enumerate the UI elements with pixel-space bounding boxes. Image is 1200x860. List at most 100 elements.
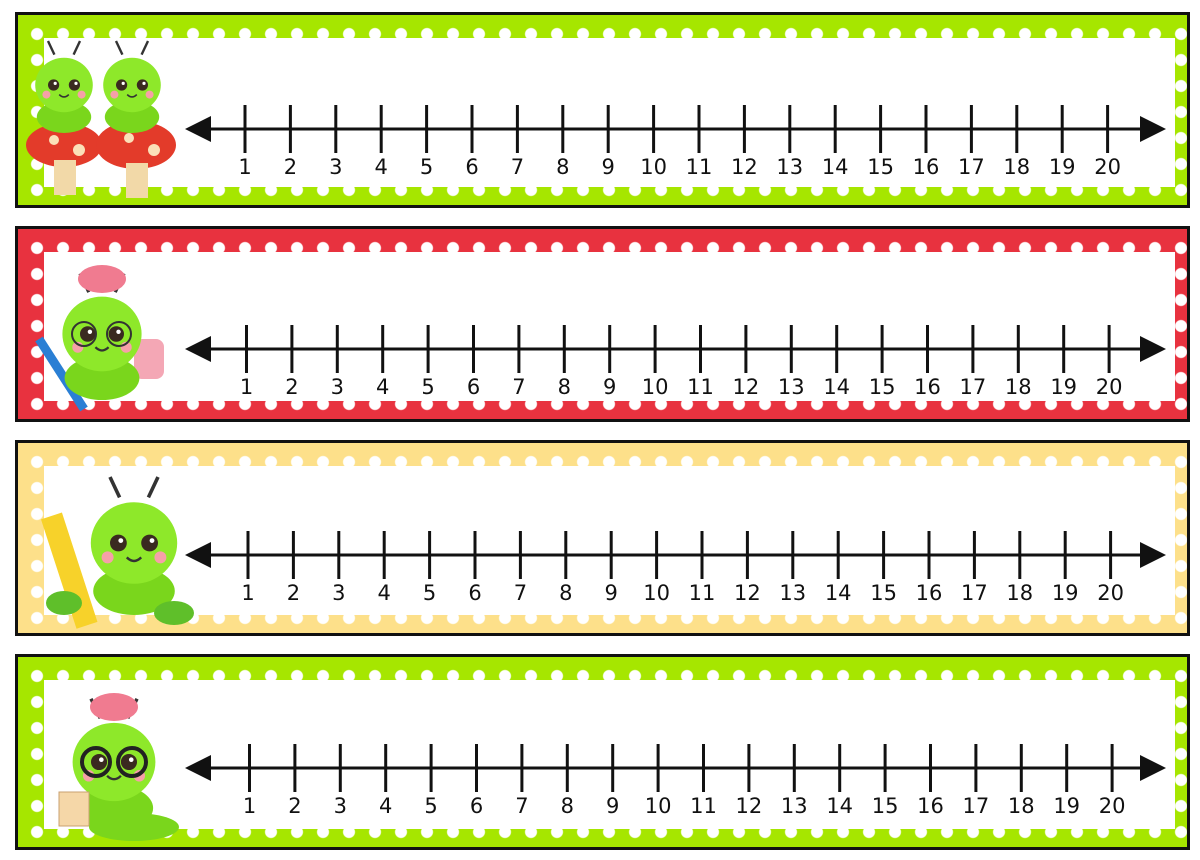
tick-label: 14 <box>823 375 851 399</box>
tick-label: 10 <box>641 375 669 399</box>
caterpillar-mascot-illustration <box>35 265 164 412</box>
tick-label: 18 <box>1003 155 1031 179</box>
tick-label: 3 <box>329 155 343 179</box>
tick-label: 4 <box>377 581 391 605</box>
tick-label: 6 <box>469 794 484 818</box>
tick-label: 17 <box>962 794 990 818</box>
arrow-right-icon <box>1140 336 1166 362</box>
tick-label: 11 <box>690 794 717 818</box>
tick-label: 2 <box>288 794 302 818</box>
tick-label: 5 <box>421 375 435 399</box>
arrow-left-icon <box>185 542 211 568</box>
tick-label: 9 <box>606 794 620 818</box>
tick-label: 15 <box>867 155 894 179</box>
tick-label: 9 <box>601 155 615 179</box>
number-line <box>185 744 1166 792</box>
tick-label: 20 <box>1097 581 1124 605</box>
tick-label: 13 <box>777 375 805 399</box>
tick-label: 10 <box>644 794 672 818</box>
tick-label: 20 <box>1098 794 1126 818</box>
arrow-left-icon <box>185 116 211 142</box>
tick-label: 11 <box>687 375 714 399</box>
arrow-right-icon <box>1140 116 1166 142</box>
tick-label: 12 <box>735 794 763 818</box>
caterpillar-mascot-illustration <box>58 693 179 841</box>
tick-label: 3 <box>332 581 346 605</box>
tick-label: 9 <box>603 375 617 399</box>
number-line <box>185 325 1166 373</box>
tick-label: 12 <box>732 375 760 399</box>
tick-label: 8 <box>556 155 570 179</box>
tick-label: 8 <box>559 581 573 605</box>
tick-label: 11 <box>685 155 713 179</box>
tick-label: 19 <box>1048 155 1076 179</box>
tick-label: 17 <box>959 375 987 399</box>
tick-label: 3 <box>333 794 347 818</box>
tick-label: 13 <box>780 794 808 818</box>
tick-label: 10 <box>643 581 670 605</box>
strip-white-area <box>44 466 1175 615</box>
tick-label: 7 <box>512 375 526 399</box>
tick-label: 9 <box>604 581 618 605</box>
tick-label: 8 <box>560 794 574 818</box>
tick-label: 7 <box>515 794 529 818</box>
tick-label: 19 <box>1050 375 1078 399</box>
number-line <box>185 105 1166 153</box>
tick-label: 16 <box>915 581 943 605</box>
arrow-left-icon <box>185 755 211 781</box>
tick-label: 1 <box>241 581 255 605</box>
tick-label: 7 <box>510 155 525 179</box>
tick-label: 11 <box>688 581 716 605</box>
tick-label: 14 <box>826 794 854 818</box>
tick-label: 16 <box>912 155 940 179</box>
tick-label: 14 <box>824 581 852 605</box>
tick-label: 18 <box>1007 794 1035 818</box>
tick-label: 6 <box>465 155 479 179</box>
tick-label: 8 <box>557 375 571 399</box>
tick-label: 10 <box>640 155 667 179</box>
arrow-left-icon <box>185 336 211 362</box>
tick-label: 18 <box>1006 581 1034 605</box>
number-line <box>185 531 1166 579</box>
tick-label: 5 <box>424 794 438 818</box>
tick-label: 16 <box>914 375 941 399</box>
tick-label: 19 <box>1051 581 1079 605</box>
tick-label: 13 <box>779 581 807 605</box>
tick-label: 7 <box>513 581 528 605</box>
tick-label: 18 <box>1004 375 1032 399</box>
tick-label: 2 <box>286 581 301 605</box>
tick-label: 19 <box>1053 794 1081 818</box>
tick-label: 4 <box>379 794 393 818</box>
arrow-right-icon <box>1140 542 1166 568</box>
tick-label: 2 <box>283 155 298 179</box>
tick-label: 14 <box>821 155 849 179</box>
tick-label: 13 <box>776 155 804 179</box>
tick-label: 3 <box>330 375 344 399</box>
tick-label: 20 <box>1095 375 1123 399</box>
tick-label: 4 <box>376 375 390 399</box>
tick-label: 1 <box>242 794 257 818</box>
caterpillar-mascot-illustration <box>40 476 194 629</box>
tick-label: 5 <box>422 581 437 605</box>
tick-label: 12 <box>734 581 761 605</box>
tick-label: 1 <box>238 155 252 179</box>
tick-label: 1 <box>239 375 254 399</box>
tick-label: 16 <box>917 794 944 818</box>
tick-label: 6 <box>466 375 481 399</box>
tick-label: 20 <box>1094 155 1121 179</box>
tick-label: 17 <box>958 155 985 179</box>
caterpillar-mascot-illustration <box>26 40 176 198</box>
arrow-right-icon <box>1140 755 1166 781</box>
tick-label: 17 <box>961 581 988 605</box>
tick-label: 15 <box>870 581 897 605</box>
tick-label: 6 <box>468 581 482 605</box>
strip-white-area <box>44 680 1175 829</box>
tick-label: 12 <box>731 155 758 179</box>
tick-label: 5 <box>419 155 434 179</box>
tick-label: 2 <box>285 375 299 399</box>
tick-label: 15 <box>868 375 896 399</box>
